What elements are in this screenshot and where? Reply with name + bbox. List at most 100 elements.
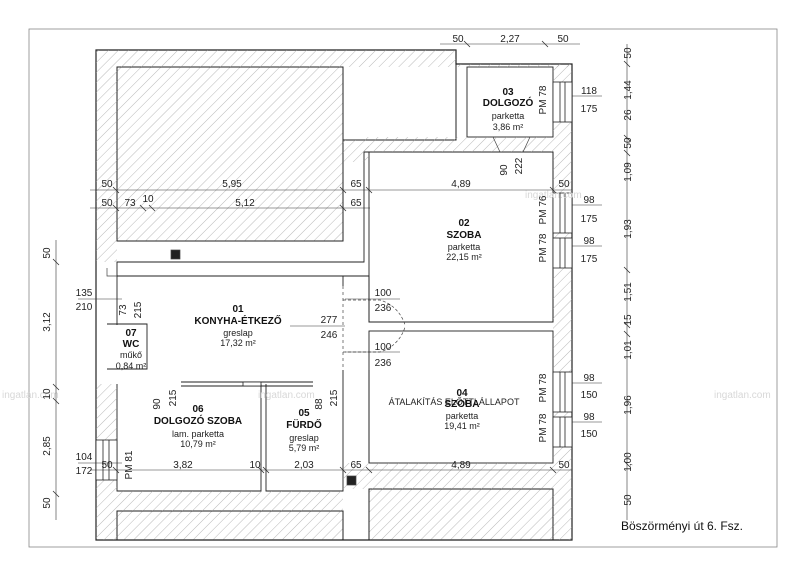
svg-text:65: 65 <box>350 179 362 190</box>
svg-text:50: 50 <box>557 34 569 45</box>
room-03: 03 DOLGOZÓ parketta 3,86 m² <box>483 87 534 132</box>
window-04a <box>552 371 573 413</box>
svg-text:150: 150 <box>581 429 598 440</box>
svg-text:50: 50 <box>558 179 570 190</box>
svg-text:210: 210 <box>76 302 93 313</box>
svg-text:50: 50 <box>558 460 570 471</box>
svg-text:15: 15 <box>623 314 634 326</box>
svg-text:1,51: 1,51 <box>623 282 634 302</box>
svg-text:DOLGOZÓ: DOLGOZÓ <box>483 96 534 109</box>
svg-text:88: 88 <box>314 398 325 410</box>
svg-text:2,27: 2,27 <box>500 34 520 45</box>
svg-text:1,93: 1,93 <box>623 219 634 239</box>
svg-text:172: 172 <box>76 466 93 477</box>
svg-text:50: 50 <box>101 460 113 471</box>
window-04b <box>552 416 573 448</box>
svg-text:50: 50 <box>452 34 464 45</box>
svg-text:2,85: 2,85 <box>42 436 53 456</box>
room-04: 04 ÁTALAKÍTÁS ELŐTTI ÁLLAPOT SZOBA parke… <box>389 388 520 431</box>
svg-text:100: 100 <box>375 342 392 353</box>
svg-text:175: 175 <box>581 254 598 265</box>
window-tags: PM 78 PM 76 PM 78 PM 78 PM 78 PM 81 <box>124 85 549 479</box>
bottom-block-left <box>116 510 344 541</box>
svg-text:236: 236 <box>375 303 392 314</box>
svg-text:5,95: 5,95 <box>222 179 242 190</box>
svg-text:2,03: 2,03 <box>294 460 314 471</box>
room-02: 02 SZOBA parketta 22,15 m² <box>446 218 482 262</box>
svg-text:50: 50 <box>101 198 113 209</box>
svg-text:50: 50 <box>101 179 113 190</box>
svg-text:parketta: parketta <box>492 111 525 121</box>
window-02b <box>552 237 573 269</box>
svg-text:PM 76: PM 76 <box>538 195 549 224</box>
svg-text:3,86 m²: 3,86 m² <box>493 122 524 132</box>
svg-text:215: 215 <box>168 389 179 406</box>
svg-text:FÜRDŐ: FÜRDŐ <box>286 418 322 431</box>
svg-text:118: 118 <box>581 86 597 97</box>
svg-text:236: 236 <box>375 358 392 369</box>
svg-text:3,12: 3,12 <box>42 312 53 332</box>
svg-text:4,89: 4,89 <box>451 460 471 471</box>
svg-text:50: 50 <box>42 497 53 509</box>
room-06: 06 DOLGOZÓ SZOBA lam. parketta 10,79 m² <box>154 404 242 449</box>
svg-text:greslap: greslap <box>289 433 319 443</box>
svg-text:3,82: 3,82 <box>173 460 193 471</box>
svg-text:98: 98 <box>583 195 595 206</box>
svg-text:5,79 m²: 5,79 m² <box>289 443 320 453</box>
svg-text:277: 277 <box>321 315 338 326</box>
svg-text:parketta: parketta <box>446 411 479 421</box>
svg-text:SZOBA: SZOBA <box>447 230 482 241</box>
bottom-block-right <box>368 488 554 541</box>
svg-text:100: 100 <box>375 288 392 299</box>
marker-square-1 <box>170 249 181 260</box>
svg-text:02: 02 <box>458 218 470 229</box>
watermark: ingatlan.com <box>714 390 771 401</box>
svg-text:135: 135 <box>76 288 93 299</box>
svg-text:1,96: 1,96 <box>623 395 634 415</box>
window-03 <box>552 81 573 123</box>
dimension-lines <box>55 43 628 520</box>
svg-text:06: 06 <box>192 404 204 415</box>
drawing-frame <box>28 28 778 548</box>
svg-text:98: 98 <box>583 236 595 247</box>
svg-text:10: 10 <box>142 194 154 205</box>
svg-text:05: 05 <box>298 408 310 419</box>
room-01: 01 KONYHA-ÉTKEZŐ greslap 17,32 m² <box>194 304 281 348</box>
svg-text:lam. parketta: lam. parketta <box>172 429 224 439</box>
svg-text:4,89: 4,89 <box>451 179 471 190</box>
svg-text:PM 78: PM 78 <box>538 413 549 442</box>
svg-text:PM 78: PM 78 <box>538 233 549 262</box>
svg-text:215: 215 <box>329 389 340 406</box>
svg-text:19,41 m²: 19,41 m² <box>444 421 480 431</box>
neighbour-block <box>116 66 344 242</box>
dimension-labels: 50 2,27 50 50 5,95 65 4,89 50 50 73 10 5… <box>42 34 634 509</box>
svg-text:műkő: műkő <box>120 350 142 360</box>
svg-text:175: 175 <box>581 214 598 225</box>
svg-text:parketta: parketta <box>448 242 481 252</box>
svg-text:222: 222 <box>514 157 525 174</box>
svg-text:10: 10 <box>42 388 53 400</box>
svg-text:04: 04 <box>456 388 468 399</box>
svg-text:65: 65 <box>350 198 362 209</box>
svg-text:98: 98 <box>583 373 595 384</box>
svg-text:DOLGOZÓ SZOBA: DOLGOZÓ SZOBA <box>154 414 242 427</box>
svg-text:10,79 m²: 10,79 m² <box>180 439 216 449</box>
svg-text:PM 78: PM 78 <box>538 373 549 402</box>
room-05: 05 FÜRDŐ greslap 5,79 m² <box>286 408 322 453</box>
dimension-ticks <box>52 40 631 498</box>
svg-text:greslap: greslap <box>223 328 253 338</box>
svg-text:01: 01 <box>232 304 244 315</box>
svg-text:17,32 m²: 17,32 m² <box>220 338 256 348</box>
svg-text:ÁTALAKÍTÁS ELŐTTI ÁLLAPOT: ÁTALAKÍTÁS ELŐTTI ÁLLAPOT <box>389 397 520 407</box>
svg-text:50: 50 <box>623 494 634 506</box>
svg-text:SZOBA: SZOBA <box>445 399 480 410</box>
svg-text:73: 73 <box>124 198 136 209</box>
watermark: ingatlan.com <box>258 390 315 401</box>
svg-text:WC: WC <box>123 339 140 350</box>
watermark: ingatlan.com <box>525 190 582 201</box>
svg-text:150: 150 <box>581 390 598 401</box>
svg-text:10: 10 <box>249 460 261 471</box>
svg-text:65: 65 <box>350 460 362 471</box>
svg-text:1,01: 1,01 <box>623 340 634 360</box>
marker-square-2 <box>346 475 357 486</box>
